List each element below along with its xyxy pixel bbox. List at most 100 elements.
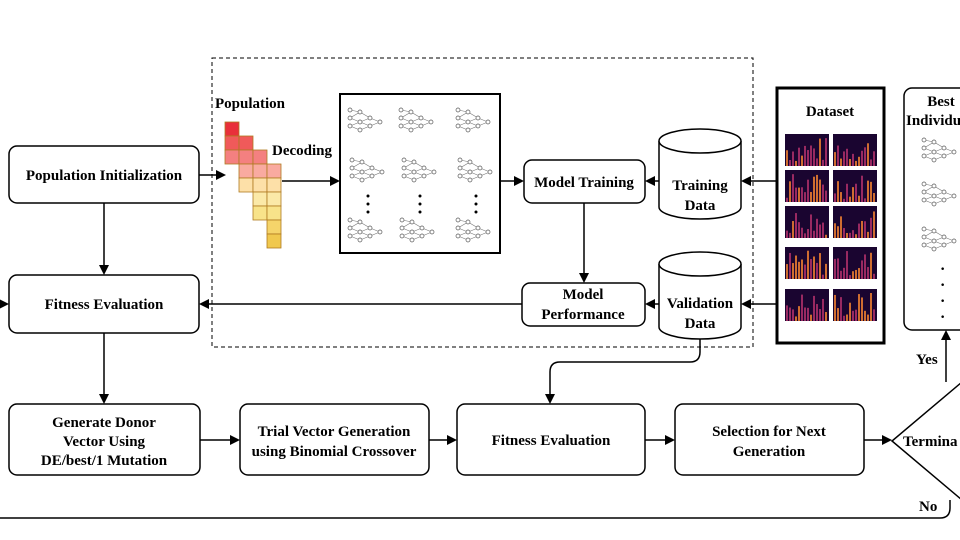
spectrogram-band bbox=[789, 307, 791, 321]
spectrogram-band bbox=[792, 151, 794, 166]
spectrogram-band bbox=[852, 271, 854, 279]
termination-decision-node[interactable]: Termina bbox=[890, 382, 960, 500]
selection-node[interactable]: Selection for Next Generation bbox=[674, 403, 865, 476]
spectrogram-band bbox=[795, 213, 797, 238]
spectrogram-band bbox=[798, 222, 800, 238]
edge-validation-to-fitness-mid bbox=[545, 339, 701, 404]
spectrogram-band bbox=[810, 145, 812, 166]
spectrogram-band bbox=[867, 314, 869, 321]
spectrogram-band bbox=[858, 223, 860, 238]
spectrogram-band bbox=[822, 274, 824, 279]
dataset-panel[interactable]: Dataset bbox=[775, 86, 886, 345]
population-grid bbox=[224, 121, 282, 249]
fitness-evaluation-mid-node[interactable]: Fitness Evaluation bbox=[456, 403, 646, 476]
spectrogram-band bbox=[849, 275, 851, 279]
spectrogram-band bbox=[834, 152, 836, 166]
spectrogram-band bbox=[855, 183, 857, 202]
spectrogram-band bbox=[801, 227, 803, 238]
fitness-evaluation-left-node[interactable]: Fitness Evaluation bbox=[8, 274, 200, 334]
spectrogram-band bbox=[843, 151, 845, 166]
spectrogram-band bbox=[840, 270, 842, 279]
population-cell bbox=[266, 191, 282, 207]
spectrogram-band bbox=[834, 258, 836, 279]
training-data-store[interactable]: Training Data bbox=[658, 128, 742, 220]
spectrogram-band bbox=[864, 310, 866, 321]
fitness-evaluation-mid-label: Fitness Evaluation bbox=[492, 433, 611, 449]
spectrogram-band bbox=[813, 148, 815, 166]
spectrogram-band bbox=[819, 224, 821, 238]
best-ellipsis-3: · bbox=[940, 293, 945, 310]
model-performance-node[interactable]: Model Performance bbox=[521, 282, 646, 327]
spectrogram-band bbox=[825, 138, 827, 166]
spectrogram-band bbox=[819, 309, 821, 321]
spectrogram-band bbox=[837, 181, 839, 202]
spectrogram-band bbox=[834, 223, 836, 238]
spectrogram-band bbox=[849, 196, 851, 202]
model-performance-line1: Model bbox=[563, 287, 604, 303]
population-cell bbox=[252, 163, 268, 179]
spectrogram-band bbox=[816, 158, 818, 166]
trial-vector-node[interactable]: Trial Vector Generation using Binomial C… bbox=[239, 403, 430, 476]
spectrogram-band bbox=[795, 316, 797, 321]
spectrogram-band bbox=[870, 252, 872, 279]
no-label: No bbox=[919, 499, 937, 515]
population-label: Population bbox=[215, 96, 286, 112]
population-cell bbox=[238, 177, 254, 193]
spectrogram-band bbox=[786, 150, 788, 166]
spectrogram-band bbox=[804, 307, 806, 321]
spectrogram-band bbox=[840, 216, 842, 238]
validation-data-store[interactable]: Validation Data bbox=[658, 251, 742, 340]
validation-data-line2: Data bbox=[685, 316, 716, 332]
spectrogram-band bbox=[846, 314, 848, 321]
spectrogram-band bbox=[792, 174, 794, 202]
best-ellipsis-2: · bbox=[940, 277, 945, 294]
spectrogram-band bbox=[855, 234, 857, 238]
model-performance-line2: Performance bbox=[541, 307, 625, 323]
spectrogram-band bbox=[837, 226, 839, 238]
spectrogram-band bbox=[825, 263, 827, 279]
training-data-line2: Data bbox=[685, 198, 716, 214]
spectrogram-band bbox=[870, 217, 872, 238]
fitness-evaluation-left-label: Fitness Evaluation bbox=[45, 297, 164, 313]
spectrogram-band bbox=[873, 193, 875, 202]
spectrogram-band bbox=[825, 234, 827, 238]
spectrogram-band bbox=[798, 261, 800, 279]
spectrogram-band bbox=[819, 179, 821, 202]
spectrogram-band bbox=[867, 267, 869, 279]
spectrogram-band bbox=[843, 228, 845, 238]
spectrogram-band bbox=[843, 198, 845, 202]
best-individual-node[interactable]: Best Individu · · · · bbox=[903, 87, 960, 331]
population-cell bbox=[238, 135, 254, 151]
spectrogram-band bbox=[810, 314, 812, 321]
spectrogram-band bbox=[786, 197, 788, 202]
spectrogram-band bbox=[867, 180, 869, 202]
spectrogram-band bbox=[813, 176, 815, 202]
spectrogram-band bbox=[840, 158, 842, 166]
spectrogram-band bbox=[819, 138, 821, 166]
generate-donor-line2: Vector Using bbox=[63, 434, 146, 450]
spectrogram-band bbox=[864, 254, 866, 279]
trial-vector-line1: Trial Vector Generation bbox=[258, 424, 411, 440]
spectrogram-band bbox=[789, 232, 791, 238]
population-cell bbox=[252, 177, 268, 193]
spectrogram-band bbox=[861, 260, 863, 279]
generate-donor-node[interactable]: Generate Donor Vector Using DE/best/1 Mu… bbox=[8, 403, 201, 476]
spectrogram-band bbox=[852, 310, 854, 321]
spectrogram-band bbox=[792, 263, 794, 279]
spectrogram-band bbox=[816, 304, 818, 321]
spectrogram-band bbox=[822, 222, 824, 238]
spectrogram-band bbox=[801, 259, 803, 279]
population-cell bbox=[238, 163, 254, 179]
population-initialization-node[interactable]: Population Initialization bbox=[8, 145, 200, 204]
best-individual-line2: Individu bbox=[906, 113, 960, 129]
spectrogram-band bbox=[861, 220, 863, 238]
spectrogram-band bbox=[813, 295, 815, 321]
spectrogram-band bbox=[837, 258, 839, 279]
spectrogram-band bbox=[810, 191, 812, 202]
model-training-node[interactable]: Model Training bbox=[523, 159, 646, 204]
spectrogram-band bbox=[786, 264, 788, 279]
spectrogram-band bbox=[789, 181, 791, 202]
spectrogram-band bbox=[846, 232, 848, 238]
yes-label: Yes bbox=[916, 352, 938, 368]
spectrogram-band bbox=[798, 306, 800, 321]
